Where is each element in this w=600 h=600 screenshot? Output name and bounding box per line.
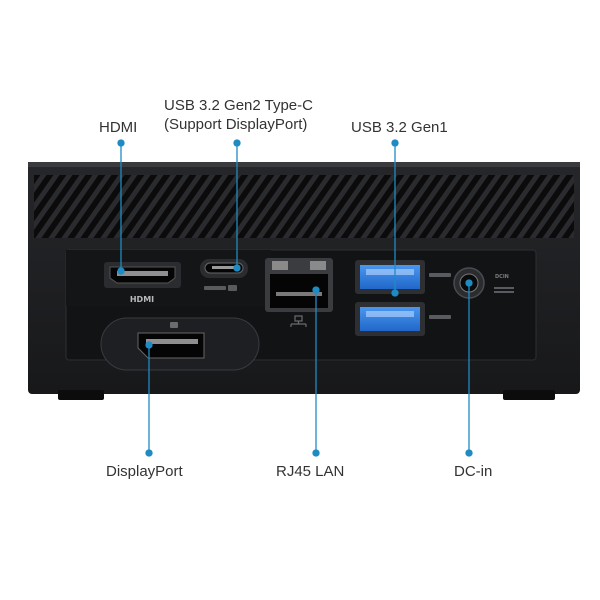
usb-c-label-line2: (Support DisplayPort) <box>164 116 308 133</box>
left-foot <box>58 390 104 400</box>
callout-lines <box>117 139 473 457</box>
network-icon <box>290 315 307 327</box>
dc-in-label: DC-in <box>454 463 493 480</box>
dcin-callout-end <box>465 279 473 287</box>
rj45-callout-end <box>312 286 320 294</box>
usbc-callout-end <box>233 264 241 272</box>
usb-a-label: USB 3.2 Gen1 <box>351 119 448 136</box>
dcin-callout-dot <box>465 449 473 457</box>
hdmi-port <box>104 262 181 288</box>
usba-callout-end <box>391 289 399 297</box>
usbc-callout-dot <box>233 139 241 147</box>
dcin-symbol <box>494 287 514 293</box>
right-foot <box>503 390 555 400</box>
vent-grille <box>34 175 574 238</box>
dp-callout-dot <box>145 449 153 457</box>
dp-callout-end <box>145 341 153 349</box>
hdmi-callout-dot <box>117 139 125 147</box>
usb-c-label: USB 3.2 Gen2 Type-C (Support DisplayPort… <box>164 96 313 134</box>
dcin-marking: DCIN <box>495 274 509 280</box>
usb-c-port <box>200 259 248 278</box>
hdmi-callout-end <box>117 267 125 275</box>
hdmi-marking: HDMI <box>130 295 154 304</box>
usb-a-port-bottom <box>355 302 425 336</box>
displayport-label: DisplayPort <box>106 463 183 480</box>
displayport-logo <box>170 322 178 328</box>
rj45-label: RJ45 LAN <box>276 463 345 480</box>
usb-ss-logo-bottom <box>429 315 451 319</box>
displayport-port <box>137 332 205 359</box>
usba-callout-dot <box>391 139 399 147</box>
rj45-callout-dot <box>312 449 320 457</box>
usb-a-port-top <box>355 260 425 294</box>
usb-c-ss-logo <box>204 285 237 291</box>
usb-ss-logo-top <box>429 273 451 277</box>
rj45-port <box>265 258 333 312</box>
hdmi-label: HDMI <box>99 119 138 136</box>
usb-c-label-line1: USB 3.2 Gen2 Type-C <box>164 97 313 114</box>
